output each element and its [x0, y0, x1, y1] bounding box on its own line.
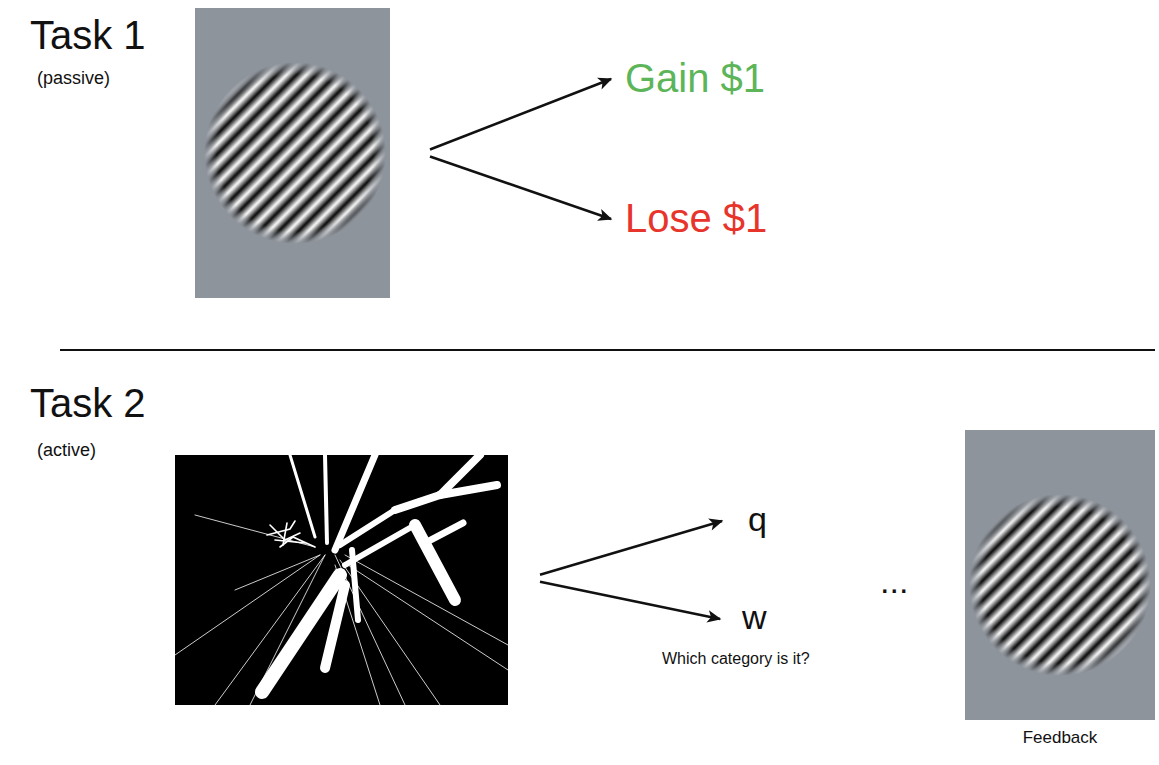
outcome-text: Lose $1: [625, 195, 772, 243]
feedback-caption: Feedback: [965, 728, 1155, 748]
arrow-connector: [540, 582, 720, 619]
loss-outcome: Lose $1: [625, 195, 772, 241]
key-letter: q: [748, 500, 771, 539]
task-mode: (passive): [37, 68, 407, 89]
task-heading: Task 1: [30, 12, 400, 58]
branch-stimulus: [175, 455, 508, 705]
task-heading: Task 2: [30, 380, 518, 426]
task-panel: Task 2(active): [20, 380, 508, 705]
arrow-connector: [540, 521, 722, 575]
grey-ground: [965, 430, 1155, 720]
grey-ground: [195, 8, 390, 298]
feedback-panel: Feedback: [965, 430, 1155, 755]
branch-shape: [175, 455, 508, 705]
response-key: q: [748, 500, 771, 542]
response-key: w: [742, 598, 771, 640]
arrow-connector: [430, 157, 611, 220]
question-note: Which category is it?: [662, 650, 810, 668]
task-panel: Task 1(passive): [20, 8, 390, 298]
arrow-connector: [430, 79, 611, 150]
grating-stimulus: [195, 8, 390, 298]
grating-disc: [969, 494, 1151, 676]
divider-line: [60, 349, 1155, 351]
gain-outcome: Gain $1: [625, 55, 770, 101]
feedback-grating: [965, 430, 1155, 720]
black-ground: [175, 455, 508, 705]
task-mode: (active): [37, 440, 525, 461]
ellipsis: ...: [880, 562, 908, 601]
divider: [0, 340, 1159, 360]
grating-disc: [204, 62, 386, 244]
key-letter: w: [742, 598, 771, 637]
outcome-text: Gain $1: [625, 55, 770, 103]
